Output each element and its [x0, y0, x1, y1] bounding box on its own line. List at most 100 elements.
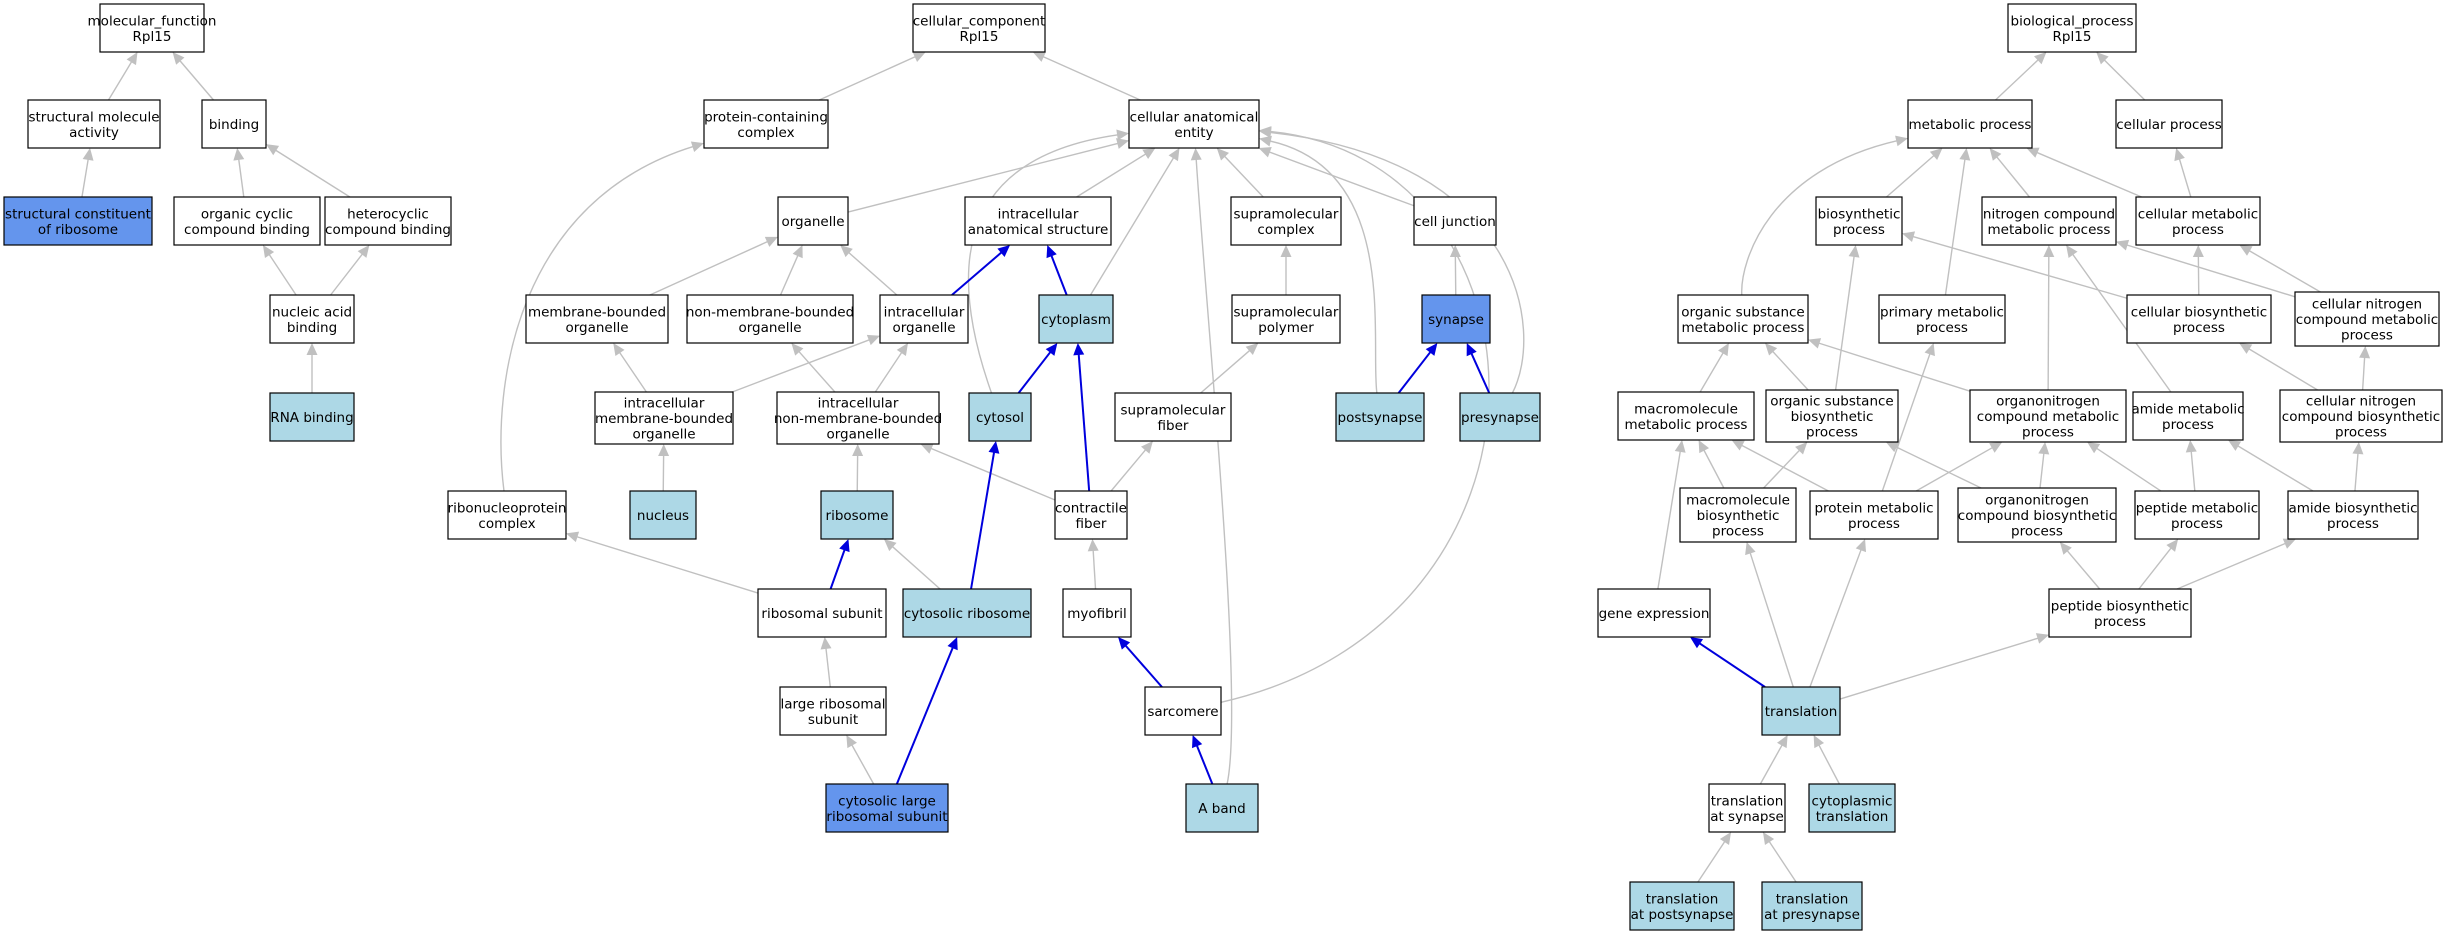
go-term-cytosol[interactable]: cytosol: [968, 392, 1032, 442]
go-term-myofibril[interactable]: myofibril: [1062, 588, 1132, 638]
edge-amide_biosynth-to-amide_metabolic: [2228, 440, 2314, 492]
go-term-metabolic[interactable]: metabolic process: [1907, 99, 2033, 149]
edge-membrane_org-to-organelle: [649, 236, 778, 296]
edge-binding-to-mf_root: [172, 52, 215, 101]
edge-organonitrogen_bio-to-organonitrogen_met: [2038, 442, 2050, 489]
edge-primary_metabolic-to-metabolic: [1944, 148, 1971, 296]
go-term-synapse[interactable]: synapse: [1421, 294, 1491, 344]
edge-presynapse-to-cell_anat: [1259, 127, 1525, 394]
go-term-rna-binding[interactable]: RNA binding: [269, 392, 355, 442]
node-label-line: process: [2171, 516, 2223, 532]
go-term-a-band[interactable]: A band: [1185, 783, 1259, 833]
edge-arrowhead: [2033, 52, 2047, 65]
node-label-line: translation: [1765, 704, 1838, 720]
node-label-line: amide metabolic: [2131, 401, 2244, 417]
node-box: [1617, 391, 1755, 441]
node-label-line: nucleus: [637, 508, 689, 524]
edge-line: [237, 158, 245, 198]
edge-line: [179, 59, 215, 101]
edge-peptide_biosynth-to-peptide_metabolic: [2138, 539, 2179, 590]
go-term-sarcomere[interactable]: sarcomere: [1144, 686, 1222, 736]
go-term-cellular-process[interactable]: cellular process: [2115, 99, 2223, 149]
edge-arrowhead: [1776, 735, 1788, 749]
go-term-postsynapse[interactable]: postsynapse: [1335, 392, 1425, 442]
go-term-intra-nonmem-org[interactable]: intracellularnon-membrane-boundedorganel…: [774, 391, 942, 445]
go-term-ribosomal-subunit[interactable]: ribosomal subunit: [757, 588, 887, 638]
edge-arrowhead: [1989, 442, 2003, 453]
edge-line: [798, 350, 836, 393]
go-term-cytoplasm[interactable]: cytoplasm: [1038, 294, 1114, 344]
edge-arrowhead: [947, 637, 958, 651]
go-term-binding[interactable]: binding: [201, 99, 267, 149]
edge-translation-to-macromolecule_bio: [1745, 542, 1794, 688]
go-term-presynapse[interactable]: presynapse: [1459, 392, 1541, 442]
go-term-gene-expression[interactable]: gene expression: [1597, 588, 1711, 638]
edge-arrowhead: [233, 148, 245, 161]
edge-line: [951, 251, 1003, 296]
node-label-line: supramolecular: [1233, 206, 1338, 222]
node-label-line: myofibril: [1067, 606, 1127, 622]
go-term-nucleus[interactable]: nucleus: [629, 490, 697, 540]
go-term-cell-junction[interactable]: cell junction: [1413, 196, 1497, 246]
go-term-organelle[interactable]: organelle: [777, 196, 849, 246]
edge-a_band-to-sarcomere: [1192, 735, 1214, 785]
node-label-line: cytosolic ribosome: [904, 606, 1030, 622]
go-term-cytosolic-ribosome[interactable]: cytosolic ribosome: [902, 588, 1032, 638]
node-box: [173, 196, 321, 246]
node-box: [2132, 391, 2244, 441]
node-label-line: metabolic process: [1988, 222, 2111, 238]
node-label-line: organelle: [781, 214, 844, 230]
go-term-translation[interactable]: translation: [1761, 686, 1841, 736]
go-term-ribosome[interactable]: ribosome: [820, 490, 894, 540]
edge-line: [1763, 449, 1801, 489]
node-label-line: presynapse: [1461, 410, 1539, 426]
edge-line: [2126, 244, 2296, 298]
edge-arrowhead: [2185, 440, 2197, 453]
node-label-line: Rpl15: [960, 29, 999, 45]
